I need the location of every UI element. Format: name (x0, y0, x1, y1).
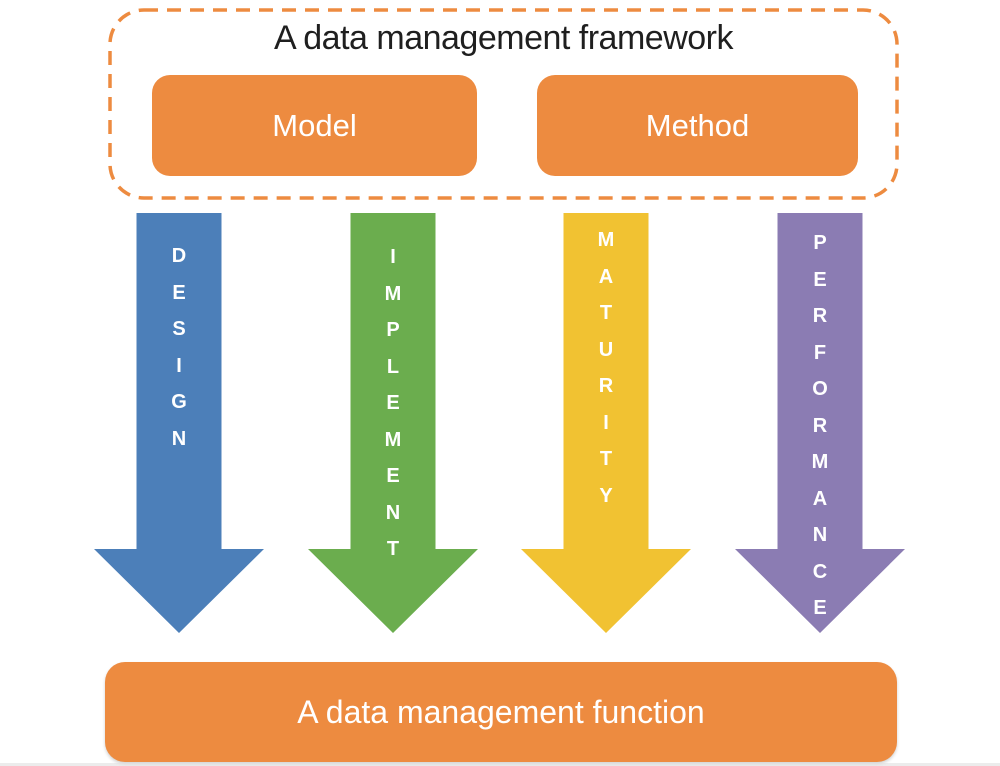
arrow-letter: I (390, 246, 396, 268)
arrow-letter: P (813, 232, 827, 254)
arrow-letter: E (813, 268, 827, 291)
bottom-edge-line (0, 763, 1000, 766)
arrow-letter: U (598, 338, 614, 361)
arrow-letter: E (386, 465, 400, 487)
arrow-letter: N (812, 524, 828, 546)
method-box: Method (537, 75, 858, 176)
arrow-letter: A (598, 265, 614, 288)
arrow-letter: N (385, 501, 401, 524)
arrow-letter: R (812, 305, 828, 327)
arrow-letter: E (386, 392, 400, 414)
arrow-letter: M (811, 451, 829, 473)
arrow-letter: T (599, 448, 613, 470)
performance-arrow: P E R F O R M A N C E (735, 213, 905, 633)
maturity-arrow: M A T U R I T Y (521, 213, 691, 633)
design-arrow: D E S I G N (94, 213, 264, 633)
design-arrow-label: D E S I G N (94, 238, 264, 457)
framework-title: A data management framework (274, 19, 733, 57)
arrow-letter: N (171, 427, 187, 450)
arrow-letter: E (813, 597, 827, 619)
arrow-letter: I (603, 411, 609, 434)
arrow-letter: S (172, 318, 186, 340)
model-box: Model (152, 75, 477, 176)
framework-dashed-border-rect (108, 8, 899, 200)
model-box-label: Model (272, 107, 357, 143)
arrow-letter: C (812, 560, 828, 583)
arrow-letter: P (386, 319, 400, 341)
maturity-arrow-label: M A T U R I T Y (521, 222, 691, 514)
arrow-letter: D (171, 245, 187, 267)
arrow-letter: O (812, 378, 828, 400)
arrow-letter: M (597, 229, 615, 251)
arrow-letter: R (598, 375, 614, 397)
arrow-letter: I (176, 354, 182, 377)
function-bar-label: A data management function (297, 693, 705, 730)
arrow-letter: E (172, 281, 186, 304)
arrow-letter: Y (599, 484, 613, 507)
arrow-letter: T (386, 538, 400, 560)
arrow-letter: L (386, 355, 400, 378)
implement-arrow: I M P L E M E N T (308, 213, 478, 633)
arrow-letter: M (384, 428, 402, 451)
performance-arrow-label: P E R F O R M A N C E (735, 225, 905, 627)
framework-dashed-border (108, 8, 899, 200)
arrow-letter: T (599, 302, 613, 324)
arrow-letter: F (813, 341, 827, 364)
implement-arrow-label: I M P L E M E N T (308, 239, 478, 568)
arrow-letter: M (384, 282, 402, 305)
arrow-letter: G (171, 391, 187, 413)
function-bar: A data management function (105, 662, 897, 762)
arrow-letter: A (812, 487, 828, 510)
arrow-letter: R (812, 414, 828, 437)
method-box-label: Method (645, 107, 750, 143)
